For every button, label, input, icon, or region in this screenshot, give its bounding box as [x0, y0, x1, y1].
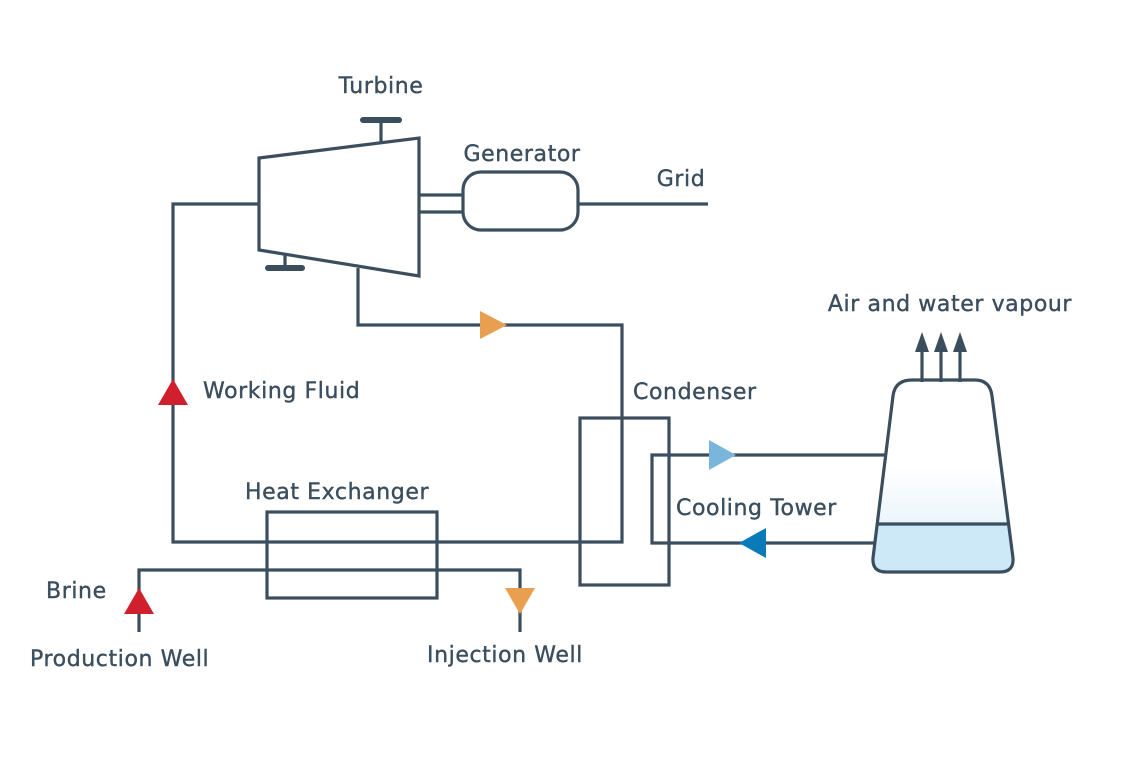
condenser-label: Condenser	[633, 380, 757, 405]
condenser	[578, 416, 671, 587]
cooling-out-arrow-icon	[709, 440, 736, 470]
cooling-tower	[871, 378, 1015, 574]
vapour-arrows-icon	[915, 332, 967, 382]
working-fluid-line	[171, 202, 624, 544]
production-well-label: Production Well	[30, 647, 209, 672]
brine-line	[137, 568, 522, 632]
brine-arrow-up-icon	[124, 588, 154, 614]
grid-label: Grid	[657, 167, 706, 192]
heat-exchanger	[265, 510, 439, 600]
injection-well-label: Injection Well	[427, 643, 583, 668]
air-vapour-label: Air and water vapour	[828, 292, 1073, 317]
working-fluid-arrow-up-icon	[158, 379, 188, 405]
turbine	[257, 117, 421, 278]
brine-label: Brine	[46, 579, 107, 604]
injection-arrow-down-icon	[505, 588, 535, 614]
shaft	[419, 193, 463, 214]
turbine-label: Turbine	[338, 74, 424, 99]
cooling-return-arrow-icon	[739, 528, 766, 558]
generator-label: Generator	[463, 142, 580, 167]
cooling-tower-label: Cooling Tower	[676, 496, 837, 521]
working-fluid-label: Working Fluid	[203, 379, 360, 404]
heat-exchanger-label: Heat Exchanger	[245, 480, 429, 505]
generator	[461, 170, 580, 232]
exhaust-arrow-right-icon	[480, 311, 507, 339]
